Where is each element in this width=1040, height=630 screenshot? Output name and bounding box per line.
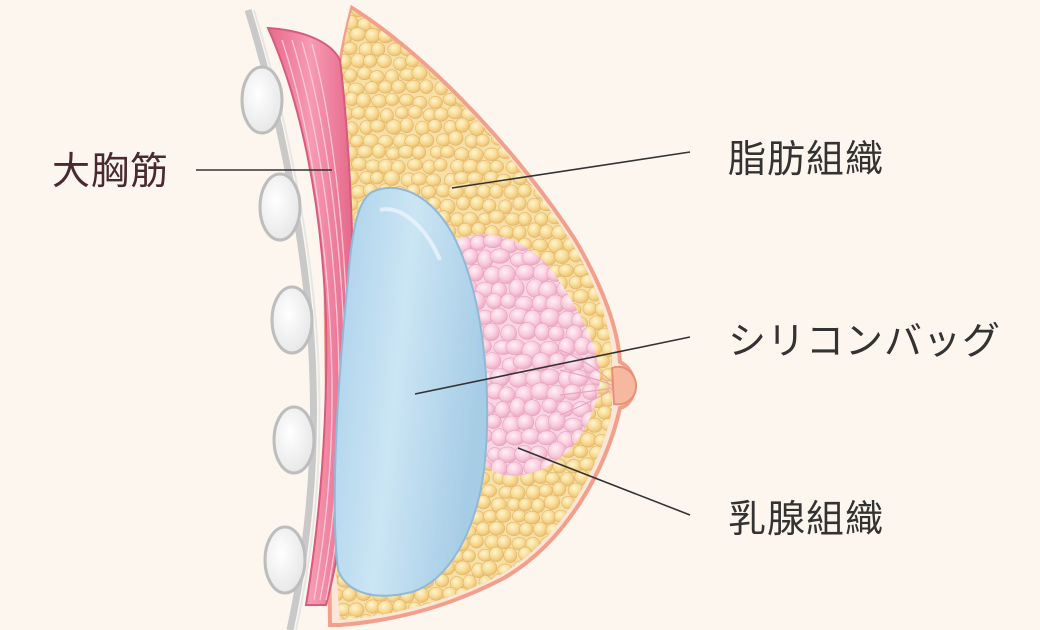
silicone-implant <box>333 186 489 597</box>
leader-lines <box>196 151 691 516</box>
nipple <box>610 365 638 406</box>
rib-icon <box>240 65 284 135</box>
label-fat-tissue: 脂肪組織 <box>728 137 885 181</box>
rib-icon <box>258 172 302 242</box>
milk-ducts <box>559 349 613 416</box>
leader-line-fat <box>451 151 691 189</box>
rib-icon <box>270 285 314 355</box>
leader-line-implant <box>414 336 691 395</box>
label-silicone-bag: シリコンバッグ <box>728 319 1002 363</box>
label-pectoralis: 大胸筋 <box>52 149 170 193</box>
label-mammary-tissue: 乳腺組織 <box>728 497 885 541</box>
rib-bones <box>240 65 316 595</box>
rib-icon <box>263 525 307 595</box>
leader-line-gland <box>517 447 691 516</box>
rib-icon <box>272 405 316 475</box>
